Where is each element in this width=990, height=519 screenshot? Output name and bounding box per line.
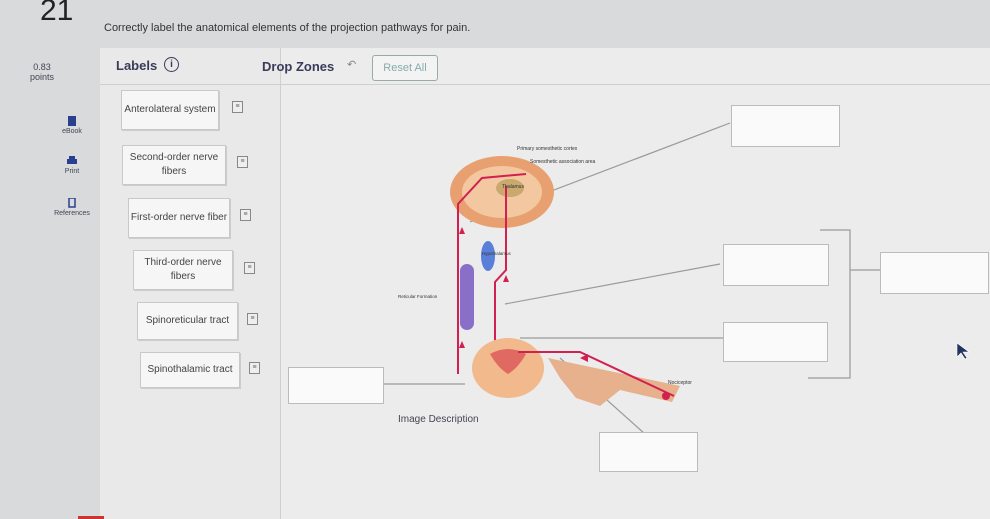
drop-zone-6[interactable]: [599, 432, 698, 472]
reticular-formation-shape: [460, 264, 474, 330]
references-icon: [68, 198, 76, 208]
pathway-line: [494, 186, 507, 368]
hand-shape: [548, 358, 680, 406]
points-display: 0.83 points: [26, 62, 58, 82]
points-label: points: [29, 72, 55, 82]
points-value: 0.83: [33, 62, 51, 72]
drop-zone-4[interactable]: [723, 322, 828, 362]
label-primary-somesthetic-cortex: Primary somesthetic cortex: [517, 146, 578, 152]
left-arrow-icon: [580, 354, 588, 362]
bracket-line: [808, 229, 851, 379]
label-tile-third-order-nerve-fibers[interactable]: Third-order nerve fibers: [133, 250, 233, 290]
label-tile-first-order-nerve-fiber[interactable]: First-order nerve fiber: [128, 198, 230, 238]
label-tile-spinothalamic-tract[interactable]: Spinothalamic tract: [140, 352, 240, 388]
label-reticular-formation: Reticular Formation: [398, 294, 438, 299]
drop-zone-1[interactable]: [731, 105, 840, 147]
ebook-label: eBook: [62, 128, 82, 135]
print-button[interactable]: Print: [44, 156, 100, 175]
hypothalamus-shape: [481, 241, 495, 271]
pathway-line: [518, 351, 675, 397]
label-tile-spinoreticular-tract[interactable]: Spinoreticular tract: [137, 302, 238, 340]
drop-zone-2[interactable]: [723, 244, 829, 286]
drag-handle-icon[interactable]: ≡: [232, 101, 243, 113]
references-label: References: [54, 210, 90, 217]
drag-handle-icon[interactable]: ≡: [244, 262, 255, 274]
label-hypothalamus: Hypothalamus: [482, 251, 512, 256]
thalamus-shape: [496, 179, 524, 197]
ebook-button[interactable]: eBook: [44, 116, 100, 135]
question-number: 21: [40, 0, 74, 27]
nociceptor-dot: [662, 392, 670, 400]
drop-zone-5[interactable]: [288, 367, 384, 404]
drag-handle-icon[interactable]: ≡: [240, 209, 251, 221]
progress-indicator: [78, 516, 104, 519]
pathway-line: [457, 173, 527, 374]
reset-all-button[interactable]: Reset All: [372, 55, 438, 81]
up-arrow-icon: [459, 227, 465, 234]
leader-line: [504, 263, 721, 305]
label-text: First-order nerve fiber: [130, 212, 228, 223]
drop-zones-title: Drop Zones: [262, 59, 335, 74]
mouse-cursor-icon: [956, 342, 970, 360]
image-description-link[interactable]: Image Description: [398, 414, 479, 425]
up-arrow-icon: [503, 275, 509, 282]
label-text: Second-order nerve fibers: [129, 152, 219, 177]
label-somesthetic-association-area: Somesthetic association area: [530, 159, 596, 165]
label-nociceptor: Nociceptor: [668, 380, 692, 386]
label-text: Anterolateral system: [124, 104, 216, 115]
drag-handle-icon[interactable]: ≡: [247, 313, 258, 325]
up-arrow-icon: [459, 341, 465, 348]
book-icon: [68, 116, 76, 126]
label-tile-second-order-nerve-fibers[interactable]: Second-order nerve fibers: [122, 145, 226, 185]
drag-handle-icon[interactable]: ≡: [237, 156, 248, 168]
labels-title: Labels: [116, 58, 158, 73]
label-text: Third-order nerve fibers: [144, 257, 222, 282]
pain-pathway-figure: Primary somesthetic cortex Somesthetic a…: [384, 122, 880, 435]
info-icon[interactable]: i: [164, 57, 179, 72]
question-prompt: Correctly label the anatomical elements …: [104, 22, 471, 34]
print-label: Print: [64, 168, 80, 175]
label-thalamus: Thalamus: [502, 184, 524, 190]
gray-matter-shape: [490, 349, 526, 374]
undo-icon[interactable]: ↶: [347, 59, 357, 71]
header-divider: [100, 84, 990, 85]
printer-icon: [67, 156, 77, 164]
drop-zone-3[interactable]: [880, 252, 989, 294]
references-button[interactable]: References: [44, 198, 100, 217]
label-text: Spinoreticular tract: [145, 315, 230, 326]
drag-handle-icon[interactable]: ≡: [249, 362, 260, 374]
label-tile-anterolateral-system[interactable]: Anterolateral system: [121, 90, 219, 130]
label-text: Spinothalamic tract: [147, 364, 233, 375]
